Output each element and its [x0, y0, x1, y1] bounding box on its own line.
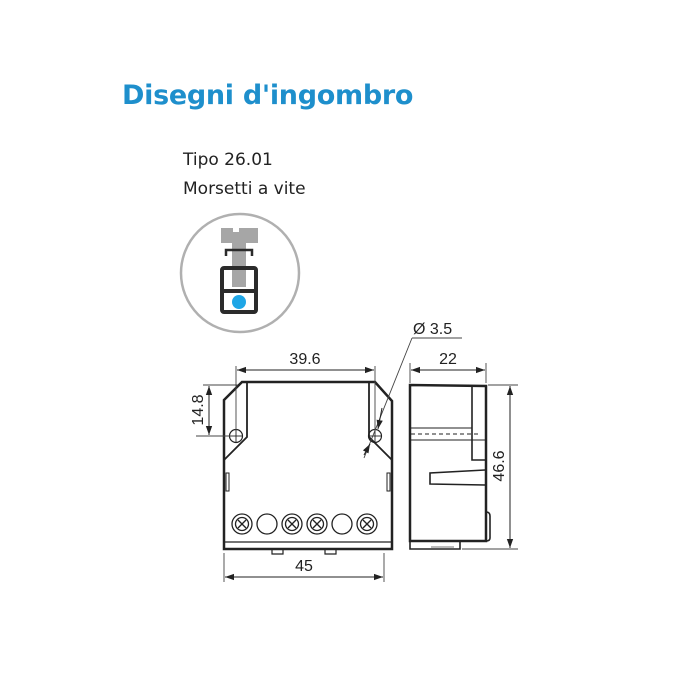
- dimension-depth: 22: [409, 351, 487, 383]
- terminal-type-label: Morsetti a vite: [183, 179, 306, 199]
- screw-terminal: [356, 513, 378, 535]
- screw-terminal-icon: [179, 212, 301, 334]
- dimension-width: 45: [223, 553, 385, 582]
- open-terminal: [256, 513, 278, 535]
- screw-terminal: [281, 513, 303, 535]
- depth-value: 22: [439, 351, 457, 368]
- dimension-height: 46.6: [462, 384, 518, 550]
- product-type-label: Tipo 26.01: [183, 150, 273, 170]
- hole-height-value: 14.8: [190, 394, 207, 425]
- hole-spacing-value: 39.6: [289, 351, 320, 368]
- open-terminal: [331, 513, 353, 535]
- screw-terminal: [231, 513, 253, 535]
- page-title: Disegni d'ingombro: [122, 80, 414, 111]
- side-view: [408, 383, 491, 550]
- dimension-hole-spacing: 39.6: [235, 351, 376, 430]
- terminal-row: [231, 513, 378, 535]
- hole-diameter-value: Ø 3.5: [413, 321, 452, 338]
- dimension-hole-height: 14.8: [190, 384, 238, 437]
- screw-terminal: [306, 513, 328, 535]
- height-value: 46.6: [491, 450, 508, 481]
- dimension-hole-diameter: Ø 3.5: [362, 321, 462, 459]
- width-value: 45: [295, 558, 313, 575]
